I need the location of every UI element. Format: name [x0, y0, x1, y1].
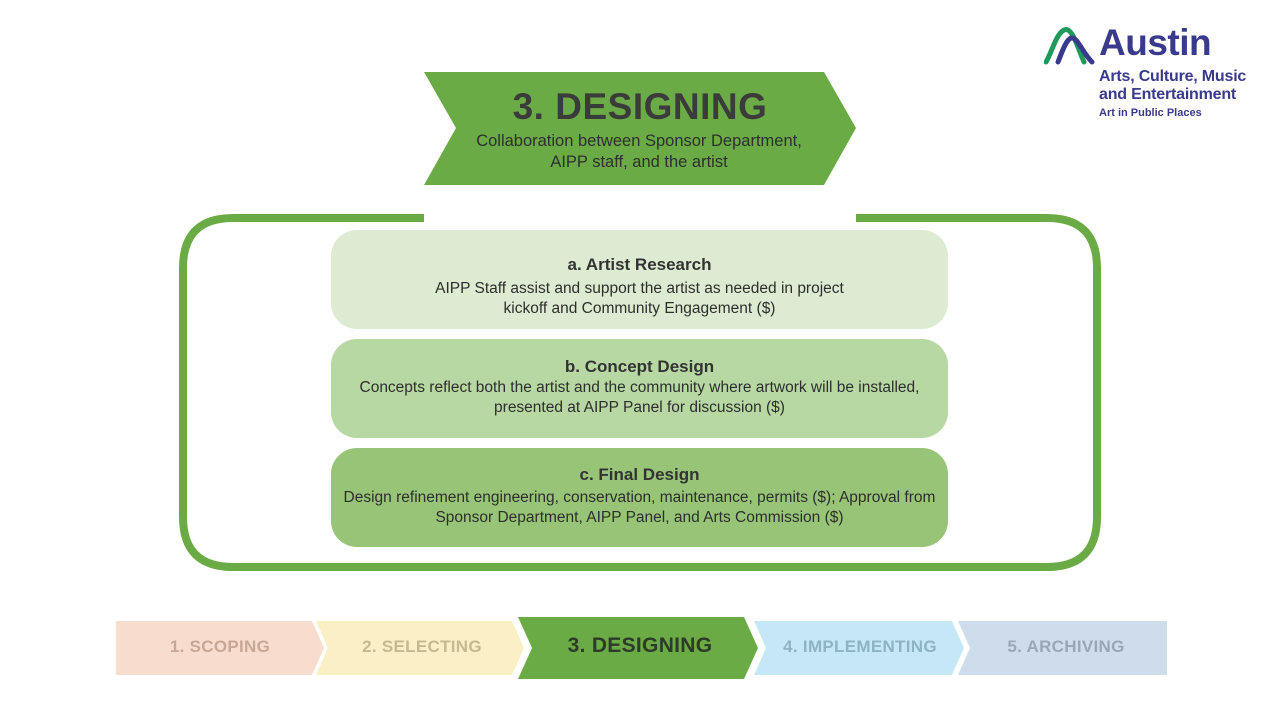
- process-label-selecting: 2. SELECTING: [362, 637, 482, 656]
- process-label-archiving: 5. ARCHIVING: [1007, 637, 1125, 656]
- process-step-scoping: [116, 621, 324, 675]
- logo-wordmark: Austin: [1099, 22, 1212, 63]
- step-card-concept-design: b. Concept Design Concepts reflect both …: [331, 339, 948, 438]
- header-chevron: 3. DESIGNING Collaboration between Spons…: [424, 72, 856, 185]
- process-label-scoping: 1. SCOPING: [169, 637, 271, 656]
- step-description: AIPP Staff assist and support the artist…: [435, 280, 844, 317]
- step-card-final-design: c. Final Design Design refinement engine…: [331, 448, 948, 547]
- process-label-implementing: 4. IMPLEMENTING: [783, 637, 937, 656]
- austin-logo-mark-icon: [1044, 27, 1095, 65]
- step-card-artist-research: a. Artist Research AIPP Staff assist and…: [331, 230, 948, 329]
- page-title: 3. DESIGNING: [512, 86, 768, 127]
- process-step-selecting: [316, 621, 524, 675]
- page-subtitle: Collaboration between Sponsor Department…: [476, 132, 802, 171]
- process-step-implementing: [754, 621, 964, 675]
- process-step-archiving: [958, 621, 1167, 675]
- step-title: c. Final Design: [579, 465, 700, 484]
- step-title: a. Artist Research: [567, 255, 712, 274]
- header-chevron-shape: [424, 72, 856, 185]
- logo-tagline-3: Art in Public Places: [1099, 107, 1202, 119]
- austin-logo: Austin Arts, Culture, Music and Entertai…: [1044, 22, 1274, 126]
- step-description: Design refinement engineering, conservat…: [343, 489, 936, 526]
- process-step-designing: [518, 617, 758, 679]
- logo-tagline-2: and Entertainment: [1099, 86, 1237, 103]
- step-description: Concepts reflect both the artist and the…: [359, 379, 920, 416]
- step-title: b. Concept Design: [564, 357, 715, 376]
- logo-tagline-1: Arts, Culture, Music: [1099, 68, 1247, 85]
- process-label-designing: 3. DESIGNING: [567, 634, 713, 657]
